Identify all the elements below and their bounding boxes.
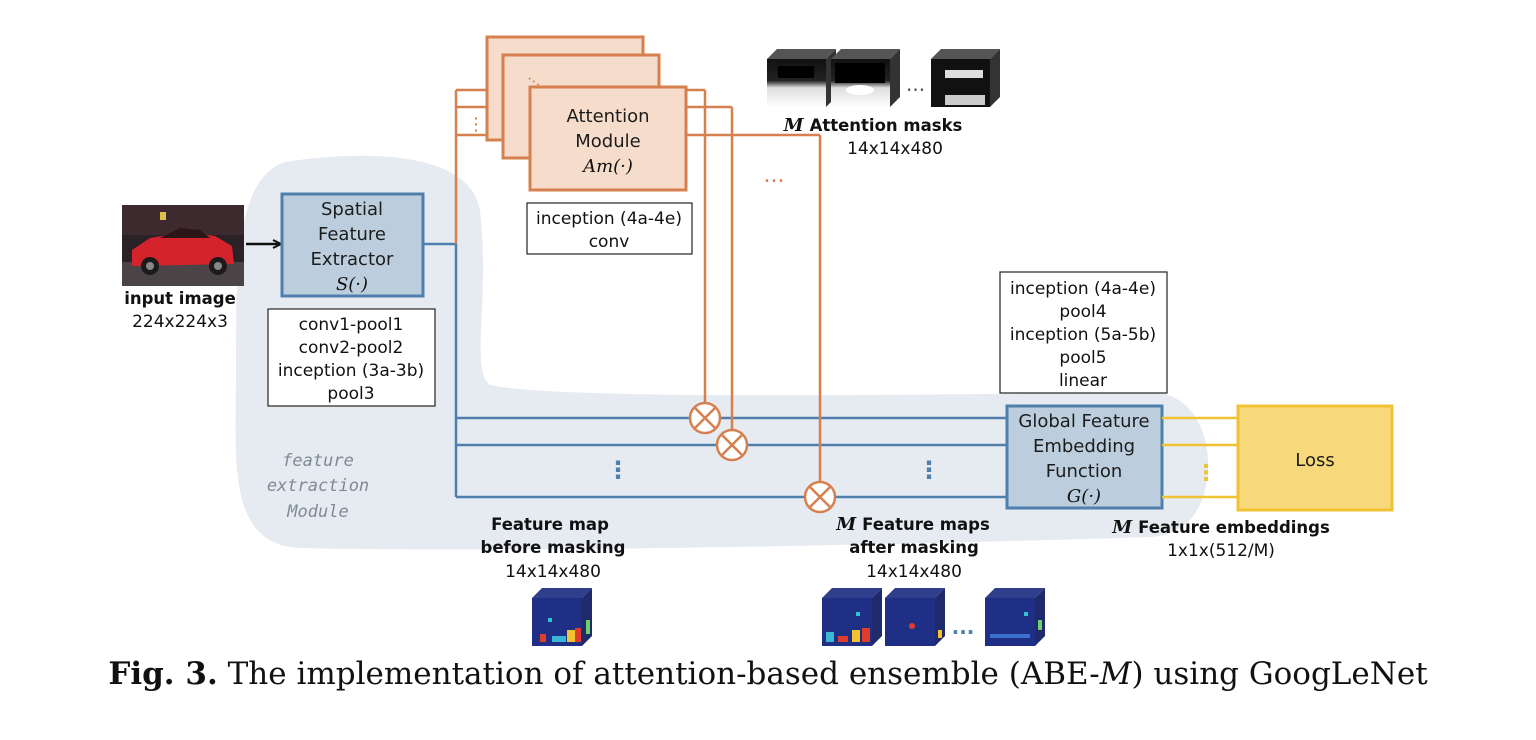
figure-caption: Fig. 3. The implementation of attention-… (0, 656, 1536, 692)
attention-mask-cube-1 (767, 49, 836, 107)
feature-extraction-region (235, 155, 1209, 550)
spatial-layer-3: inception (3a-3b) (278, 361, 424, 381)
global-line1: Global Feature (1018, 411, 1149, 432)
attention-line1: Attention (566, 106, 649, 127)
embedding-lines (1162, 416, 1238, 499)
feature-map-cube-after-3 (985, 588, 1045, 646)
feature-map-cube-ellipsis: ... (952, 615, 975, 639)
region-label-3: Module (286, 502, 348, 522)
global-layer-3: inception (5a-5b) (1010, 325, 1156, 345)
loss-box (1236, 404, 1394, 512)
attention-layer-2: conv (589, 232, 630, 252)
multiply-node-3 (803, 480, 837, 514)
figure-number: Fig. 3. (108, 656, 218, 692)
spatial-feature-extractor-box (280, 192, 425, 298)
feature-map-vdots-2: ⋮ (917, 456, 941, 484)
attention-mask-cube-3 (931, 49, 1000, 107)
global-layers-box (999, 271, 1168, 394)
attention-mask-ellipsis: ... (906, 72, 925, 96)
global-line3: Function (1046, 461, 1123, 482)
feature-map-before-size: 14x14x480 (505, 562, 601, 582)
global-layer-1: inception (4a-4e) (1010, 279, 1156, 299)
feature-map-before-line1: Feature map (491, 515, 609, 534)
attention-line2: Module (575, 131, 640, 152)
embedding-vdots: ⋮ (1195, 461, 1217, 486)
global-function: G(·) (1067, 486, 1101, 507)
global-feature-embedding-box (1005, 404, 1164, 510)
feature-map-cube-after-1 (822, 588, 882, 646)
input-image-label: input image (124, 289, 236, 308)
region-label-1: feature (282, 451, 354, 471)
spatial-layer-4: pool3 (327, 384, 374, 404)
attention-ellipsis: ... (764, 163, 785, 188)
global-layer-5: linear (1059, 371, 1107, 391)
attention-layers-box (526, 202, 693, 255)
spatial-layers-box (267, 308, 436, 407)
attention-layer-1: inception (4a-4e) (536, 209, 682, 229)
input-image-size: 224x224x3 (132, 312, 228, 332)
feature-map-before-line2: before masking (481, 538, 626, 557)
attention-masks-size: 14x14x480 (847, 139, 943, 159)
spatial-layer-1: conv1-pool1 (299, 315, 404, 335)
attention-function: Am(·) (581, 156, 633, 177)
attention-module-front-box (528, 85, 688, 192)
spatial-line2: Feature (318, 224, 386, 245)
spatial-line3: Extractor (311, 249, 394, 270)
loss-label: Loss (1295, 450, 1334, 471)
attention-vdots: ⋮ (467, 114, 485, 135)
input-image (122, 205, 244, 286)
global-line2: Embedding (1033, 436, 1135, 457)
global-layer-2: pool4 (1059, 302, 1106, 322)
spatial-function: S(·) (336, 274, 368, 295)
attention-mask-cube-2 (831, 49, 900, 107)
feature-maps-after-line2: after masking (849, 538, 979, 557)
attention-lines (454, 88, 822, 482)
region-label-2: extraction (267, 476, 369, 496)
feature-map-cube-before (532, 588, 592, 646)
caption-math-m: M (1099, 656, 1132, 692)
feature-map-cube-after-2 (885, 588, 945, 646)
spatial-line1: Spatial (321, 199, 383, 220)
multiply-node-2 (715, 428, 749, 462)
feature-maps-after-size: 14x14x480 (866, 562, 962, 582)
spatial-layer-2: conv2-pool2 (299, 338, 404, 358)
multiply-node-1 (688, 401, 722, 435)
feature-embeddings-size: 1x1x(512/M) (1167, 541, 1275, 561)
caption-text-2: ) using GoogLeNet (1131, 656, 1428, 692)
caption-text-1: The implementation of attention-based en… (227, 656, 1100, 692)
feature-map-vdots-1: ⋮ (606, 456, 630, 484)
global-layer-4: pool5 (1059, 348, 1106, 368)
